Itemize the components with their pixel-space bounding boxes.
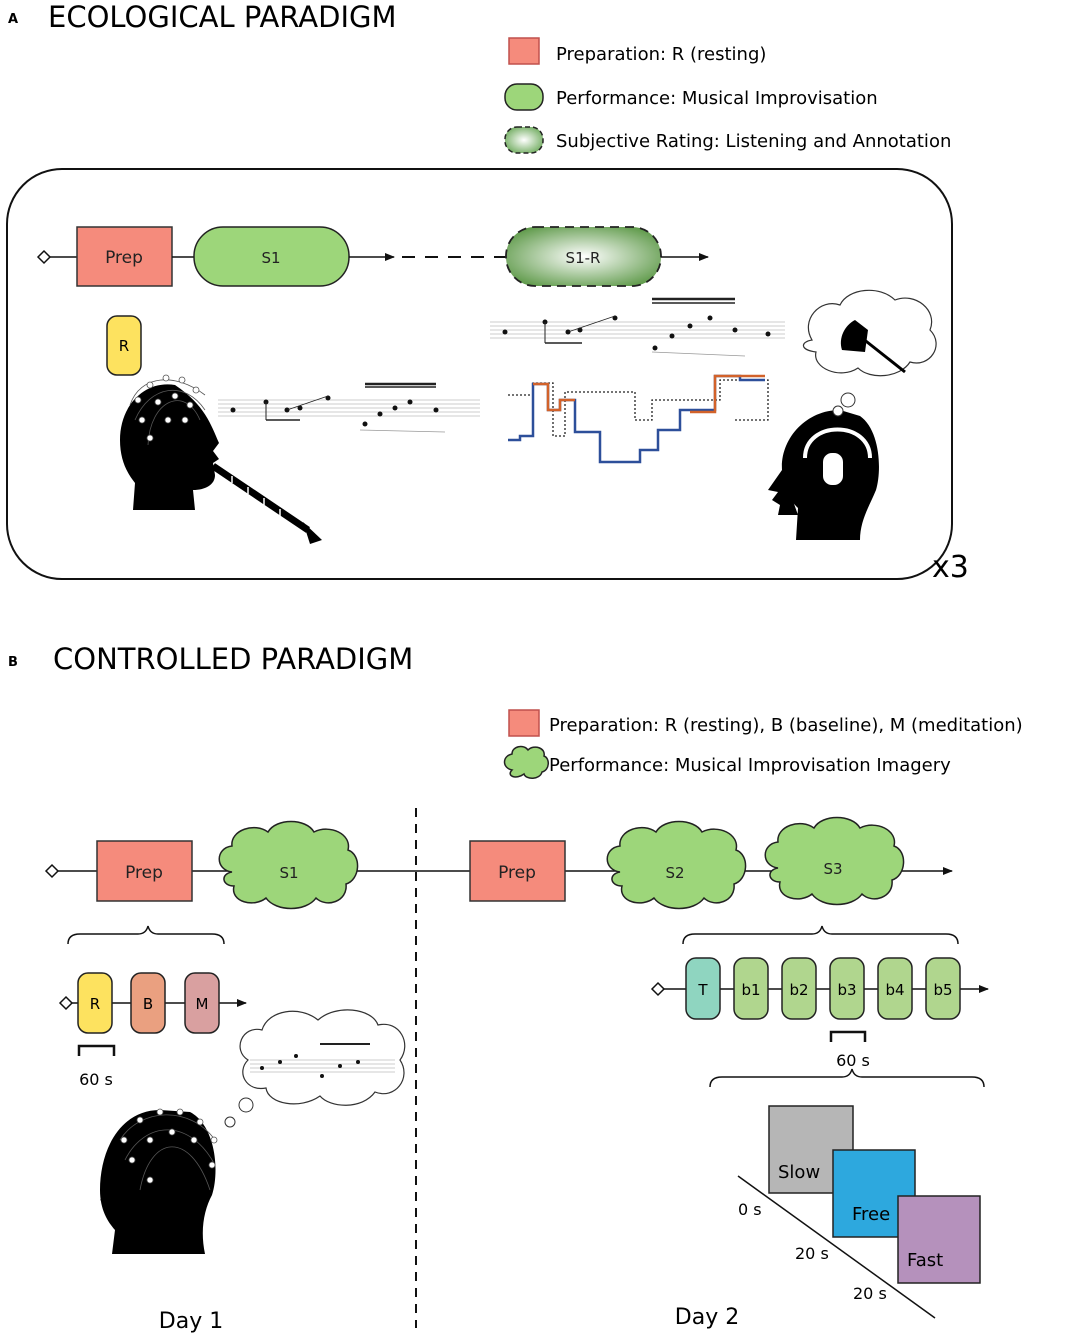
legend-rating-label: Subjective Rating: Listening and Annotat… xyxy=(556,131,951,152)
resting-box xyxy=(106,315,142,376)
timeline-a: Prep S1 S1-R xyxy=(36,226,709,287)
headphones-icon xyxy=(803,427,872,459)
block-b5-label: b5 xyxy=(933,981,952,999)
s1-label: S1 xyxy=(261,249,280,267)
music-score-rating xyxy=(490,297,785,357)
day2-s3-cloud xyxy=(764,816,905,906)
panel-b-letter: B xyxy=(8,655,18,670)
block-b2-label: b2 xyxy=(789,981,808,999)
legend-rating-swatch xyxy=(504,126,544,154)
legend-performance-swatch xyxy=(504,83,544,111)
panel-a-letter: A xyxy=(8,12,18,27)
time-0: 0 s xyxy=(738,1200,762,1219)
day2-label: Day 2 xyxy=(675,1305,739,1330)
block-b4 xyxy=(877,957,913,1020)
legend-a: Preparation: R (resting) Performance: Mu… xyxy=(504,37,951,154)
legend-preparation-label: Preparation: R (resting) xyxy=(556,44,766,65)
block-b3 xyxy=(829,957,865,1020)
prep-box xyxy=(76,226,173,287)
legend-b-performance-swatch xyxy=(503,745,549,779)
day1-resting-box xyxy=(77,972,113,1034)
day1-subtimeline: R B M 60 s xyxy=(58,925,247,1089)
block-t xyxy=(685,957,721,1020)
repeat-label: x3 xyxy=(932,550,969,585)
free-condition xyxy=(832,1149,916,1238)
annotation-trace xyxy=(508,374,769,464)
block-t-label: T xyxy=(697,981,708,999)
day1-baseline-label: B xyxy=(143,995,153,1013)
time-20a: 20 s xyxy=(795,1244,829,1263)
day1-baseline-box xyxy=(130,972,166,1034)
block-b1 xyxy=(733,957,769,1020)
block-b5 xyxy=(925,957,961,1020)
day1-prep-label: Prep xyxy=(125,863,163,883)
day1-prep-box xyxy=(96,840,193,902)
legend-b-preparation-swatch xyxy=(508,709,540,737)
slow-label: Slow xyxy=(778,1162,820,1183)
day1-duration: 60 s xyxy=(79,1070,113,1089)
thought-cloud-a xyxy=(802,289,937,377)
day2-s3-label: S3 xyxy=(823,860,842,878)
clarinet-icon xyxy=(211,463,322,544)
free-label: Free xyxy=(852,1204,890,1225)
s1r-label: S1-R xyxy=(566,249,601,267)
block-b2 xyxy=(781,957,817,1020)
day1-s1-cloud xyxy=(218,820,359,910)
timeline-start-diamond xyxy=(36,249,52,265)
day1-meditation-label: M xyxy=(196,995,209,1013)
block-b3-label: b3 xyxy=(837,981,856,999)
music-score-a xyxy=(218,382,480,433)
tempo-conditions: Slow Free Fast 0 s 20 s 20 s xyxy=(737,1105,981,1319)
panel-a-title: ECOLOGICAL PARADIGM xyxy=(48,0,397,34)
fast-condition xyxy=(897,1195,981,1284)
fast-label: Fast xyxy=(907,1250,943,1271)
day2-s2-label: S2 xyxy=(665,864,684,882)
thought-cloud-b xyxy=(239,1009,406,1106)
day1-s1-label: S1 xyxy=(279,864,298,882)
day1-meditation-box xyxy=(184,972,220,1034)
panel-b-title: CONTROLLED PARADIGM xyxy=(53,642,413,676)
prep-label: Prep xyxy=(105,248,143,268)
legend-preparation-swatch xyxy=(508,37,540,65)
timeline-b-start-diamond xyxy=(44,863,60,879)
listener-illustration xyxy=(768,289,937,540)
imagery-illustration xyxy=(100,1009,406,1254)
legend-b-performance-label: Performance: Musical Improvisation Image… xyxy=(549,755,951,776)
block-b1-label: b1 xyxy=(741,981,760,999)
legend-b-preparation-label: Preparation: R (resting), B (baseline), … xyxy=(549,715,1023,736)
time-20b: 20 s xyxy=(853,1284,887,1303)
day2-duration: 60 s xyxy=(836,1051,870,1070)
resting-label: R xyxy=(119,337,129,355)
legend-b: Preparation: R (resting), B (baseline), … xyxy=(503,709,1023,779)
timeline-b: Prep S1 Prep S2 S3 xyxy=(44,816,953,910)
day2-subtimeline: T b1 b2 b3 b4 b5 60 s xyxy=(650,925,989,1088)
day2-prep-box xyxy=(469,840,566,902)
session-frame xyxy=(6,168,953,580)
day1-label: Day 1 xyxy=(159,1309,223,1334)
day2-prep-label: Prep xyxy=(498,863,536,883)
day1-resting-label: R xyxy=(90,995,100,1013)
legend-performance-label: Performance: Musical Improvisation xyxy=(556,88,878,109)
block-b4-label: b4 xyxy=(885,981,904,999)
eeg-musician-illustration xyxy=(120,374,322,544)
day2-s2-cloud xyxy=(606,820,747,910)
